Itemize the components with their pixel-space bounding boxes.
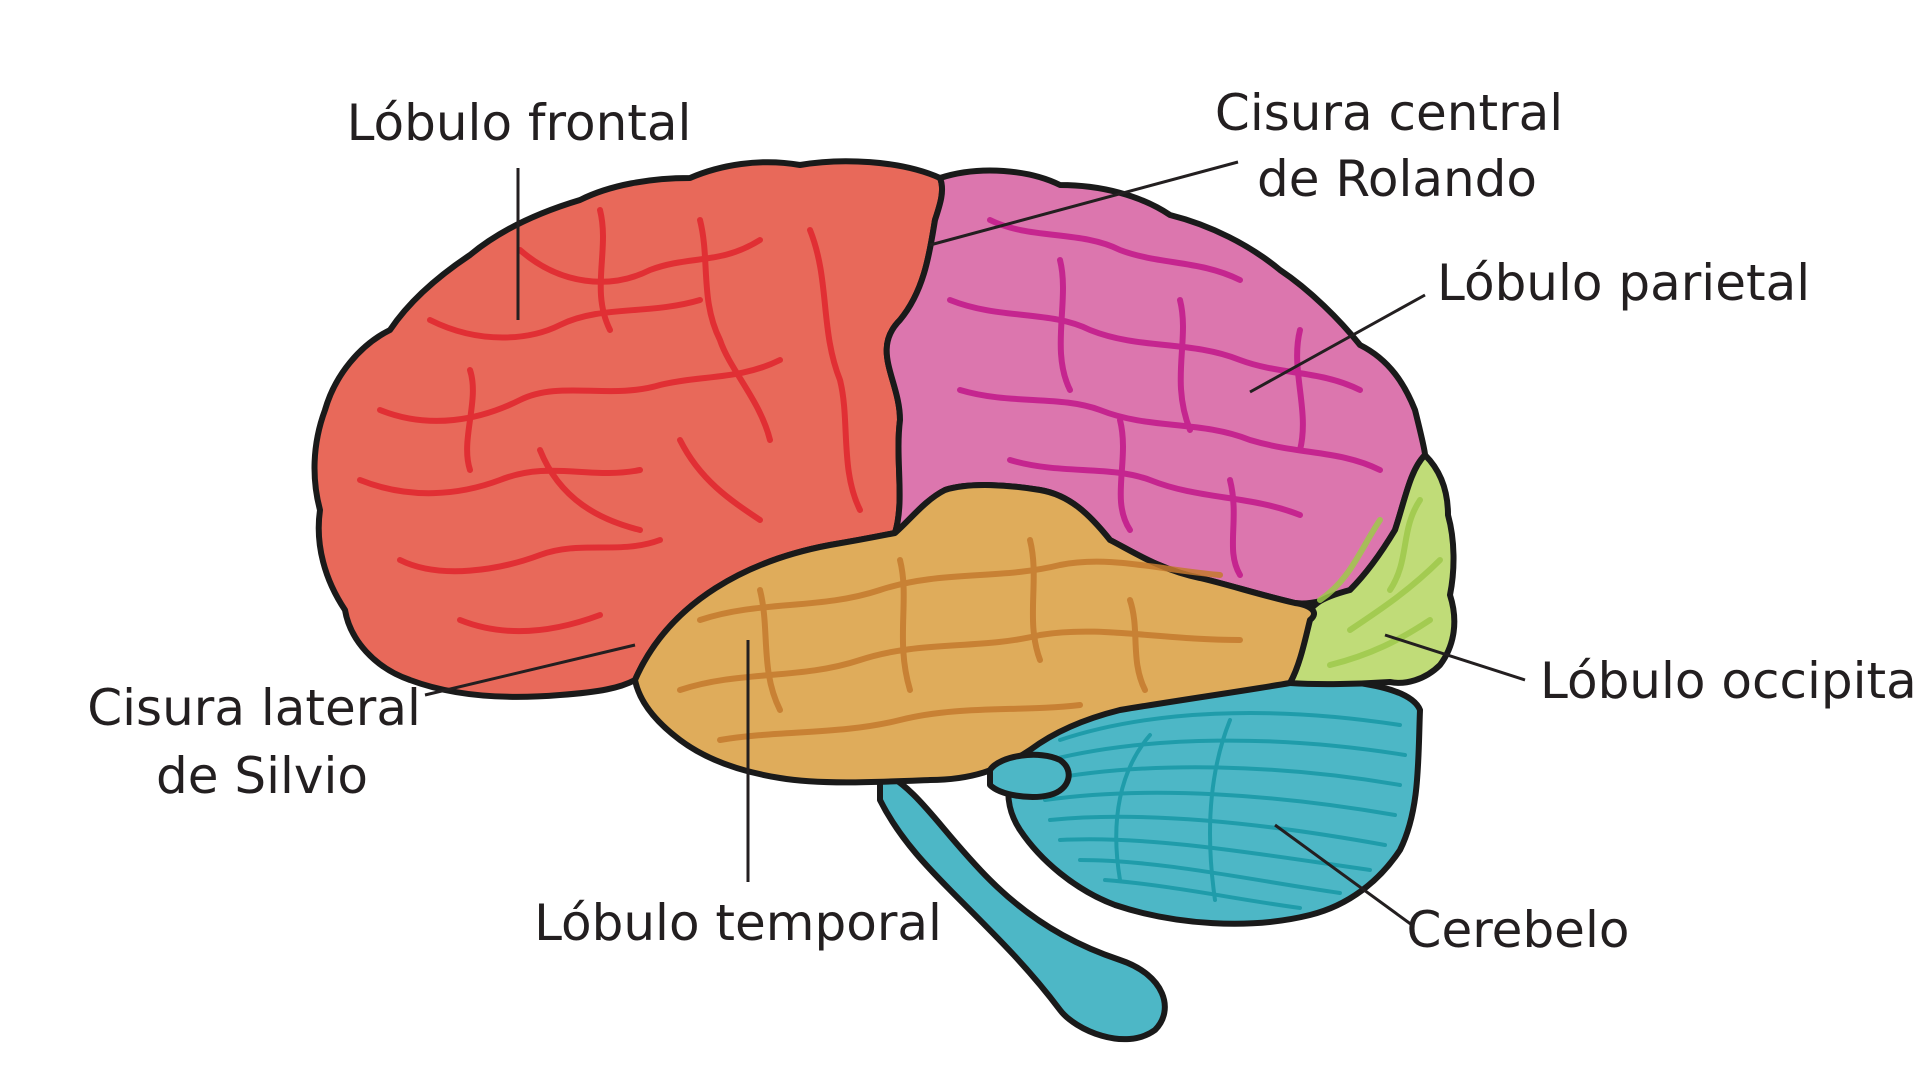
occipital-lobe-label: Lóbulo occipital bbox=[1540, 652, 1920, 710]
central-sulcus-label: Cisura central de Rolando bbox=[1215, 84, 1579, 208]
central-sulcus-label-line-1: Cisura central bbox=[1215, 84, 1563, 142]
pons bbox=[990, 755, 1069, 797]
lateral-sulcus-label-line-2: de Silvio bbox=[156, 747, 368, 805]
parietal-lobe-label: Lóbulo parietal bbox=[1437, 254, 1810, 312]
central-sulcus-label-line-2: de Rolando bbox=[1257, 150, 1537, 208]
cerebellum-label: Cerebelo bbox=[1407, 901, 1630, 959]
lateral-sulcus-label: Cisura lateral de Silvio bbox=[87, 679, 437, 805]
frontal-lobe-label: Lóbulo frontal bbox=[347, 94, 692, 152]
temporal-lobe-label: Lóbulo temporal bbox=[534, 894, 942, 952]
lateral-sulcus-label-line-1: Cisura lateral bbox=[87, 679, 421, 737]
